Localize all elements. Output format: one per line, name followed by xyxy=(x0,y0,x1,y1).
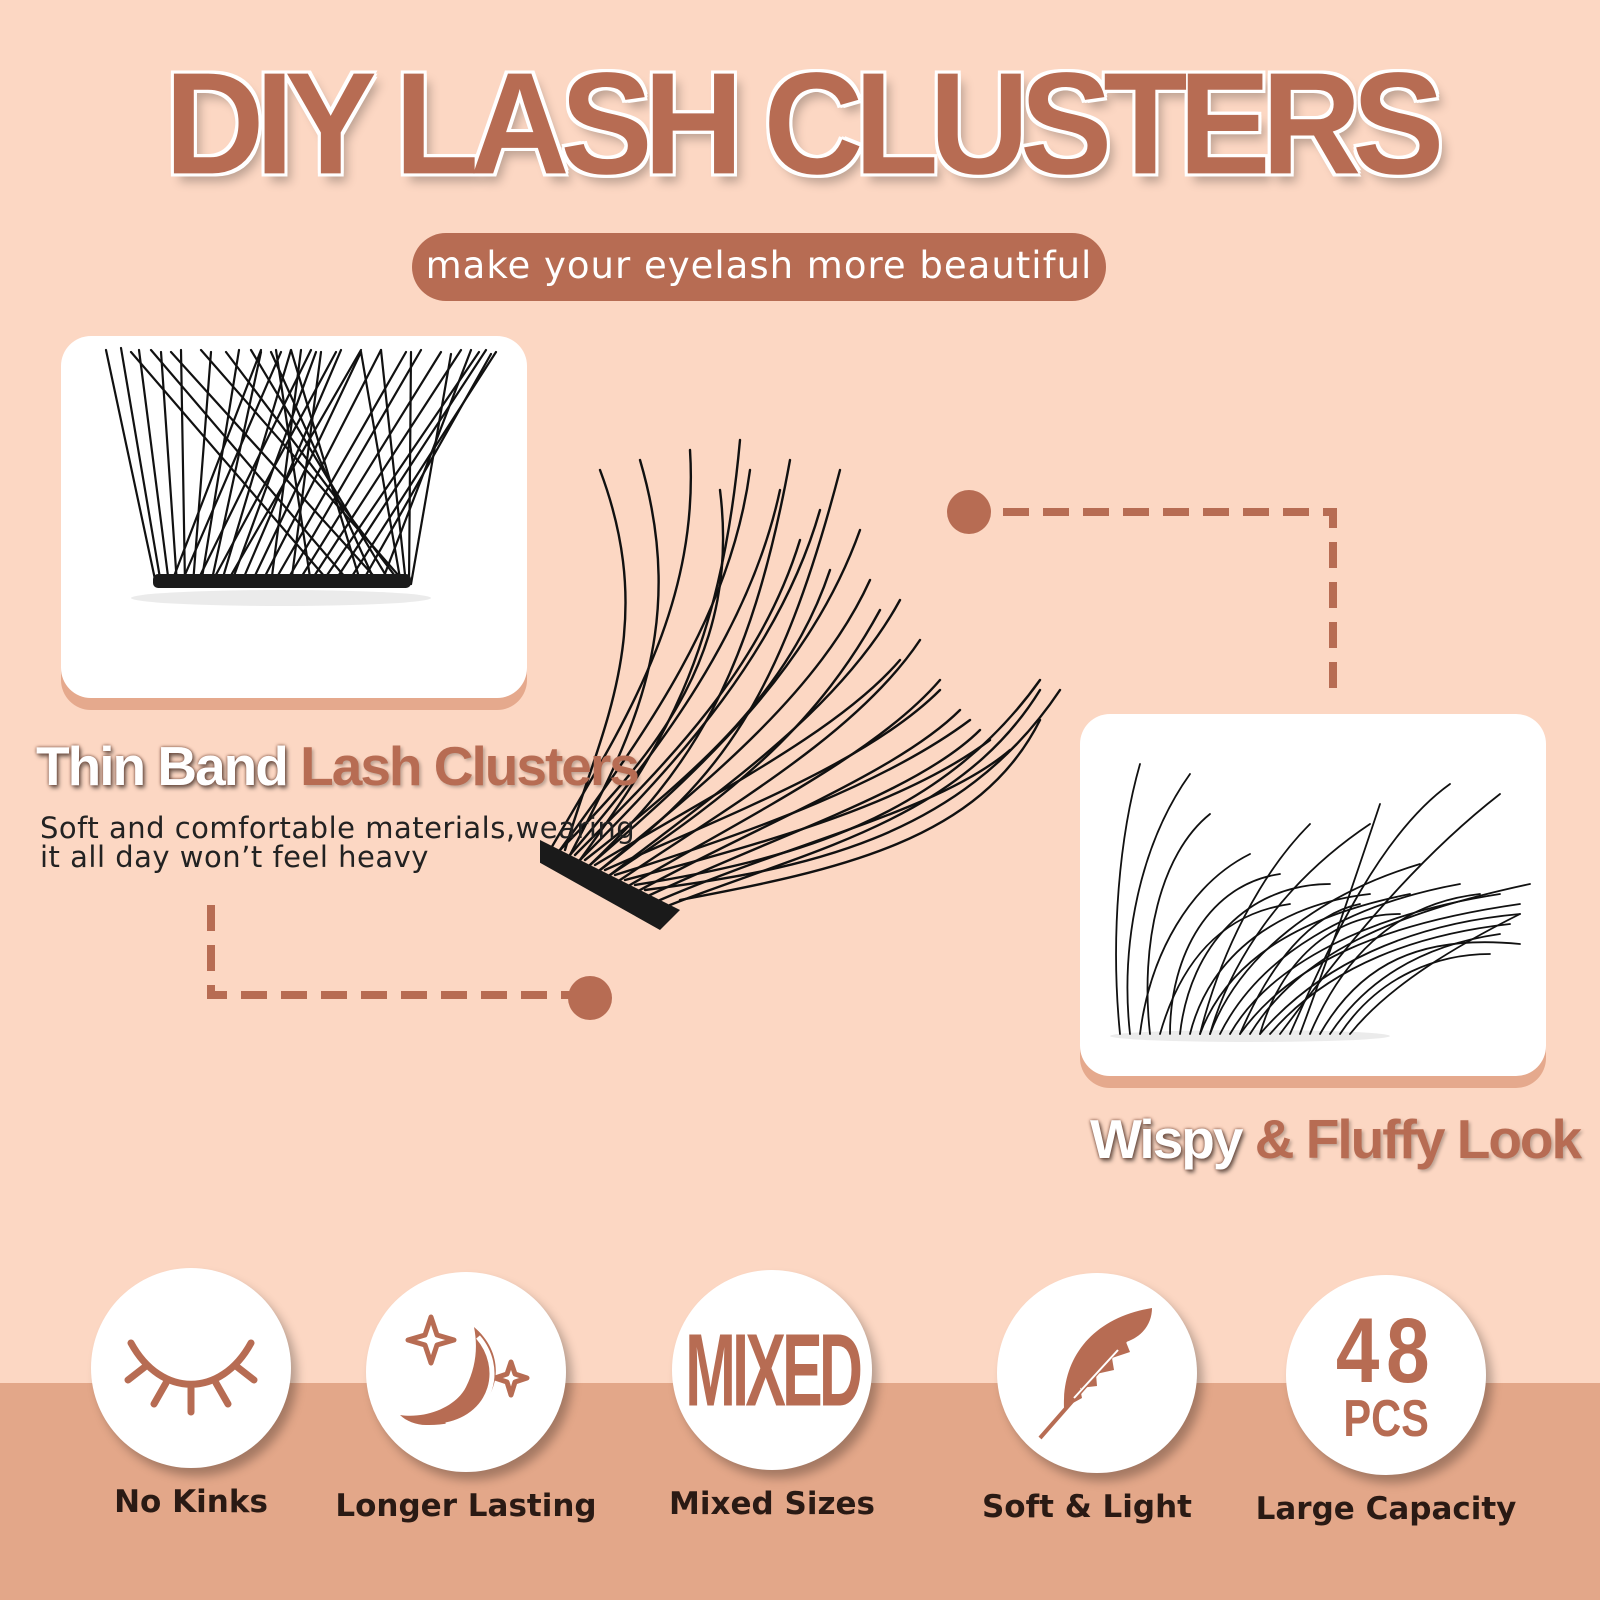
longer-lasting-label: Longer Lasting xyxy=(335,1488,597,1524)
capacity-icon: 48 PCS xyxy=(1327,1305,1445,1445)
soft-light-badge xyxy=(997,1273,1197,1473)
feather-icon xyxy=(1038,1308,1152,1440)
capacity-unit: PCS xyxy=(1343,1390,1429,1448)
longer-lasting-badge xyxy=(366,1272,566,1472)
mixed-text-icon: MIXED xyxy=(685,1312,863,1428)
wispy-title-white: Wispy xyxy=(1090,1108,1243,1170)
description-line-1: Soft and comfortable materials,wearing xyxy=(40,811,636,845)
large-capacity-label: Large Capacity xyxy=(1255,1491,1517,1527)
thin-band-description: Soft and comfortable materials,wearing i… xyxy=(40,814,640,872)
thin-band-lash-image xyxy=(104,346,498,606)
capacity-number: 48 xyxy=(1335,1300,1437,1402)
no-kinks-badge xyxy=(91,1268,291,1468)
lash-cluster-product-image xyxy=(540,438,1062,930)
thin-band-image-card xyxy=(61,336,527,698)
soft-light-label: Soft & Light xyxy=(981,1489,1192,1525)
subtitle-pill: make your eyelash more beautiful xyxy=(412,233,1106,301)
thin-band-title-white: Thin Band xyxy=(36,735,289,797)
connector-dot-left xyxy=(568,976,612,1020)
description-line-2: it all day won’t feel heavy xyxy=(40,840,429,874)
wispy-image-card xyxy=(1080,714,1546,1076)
thin-band-title-brown: Lash Clusters xyxy=(300,735,640,797)
mixed-sizes-label: Mixed Sizes xyxy=(669,1486,875,1522)
moon-stars-icon xyxy=(400,1314,530,1428)
thin-band-title: Thin Band Lash Clusters xyxy=(36,739,640,794)
large-capacity-badge: 48 PCS xyxy=(1286,1275,1486,1475)
page-title: DIY LASH CLUSTERS xyxy=(164,43,1445,205)
wispy-title-brown: & Fluffy Look xyxy=(1254,1108,1582,1170)
wispy-lash-image xyxy=(1110,763,1531,1042)
wispy-title: Wispy & Fluffy Look xyxy=(1090,1112,1582,1167)
no-kinks-label: No Kinks xyxy=(114,1484,268,1520)
mixed-sizes-badge: MIXED xyxy=(672,1270,872,1470)
closed-eye-icon xyxy=(124,1339,258,1416)
